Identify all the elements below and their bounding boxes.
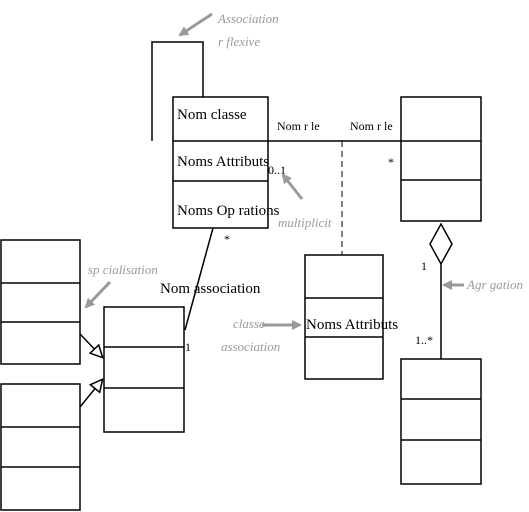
specialization-annotation-arrow	[84, 280, 112, 309]
parent-class-box	[103, 306, 185, 433]
annotation-reflexive-line2: r flexive	[218, 34, 260, 49]
annotation-specialization: sp cialisation	[88, 262, 158, 277]
part-class-frame	[400, 358, 482, 485]
parent-class-frame	[103, 306, 185, 433]
multiplicity-association-one: 1	[185, 340, 191, 354]
subclass-2-frame	[0, 383, 81, 511]
subclass-1-frame	[0, 239, 81, 365]
part-class-box	[400, 358, 482, 485]
multiplicity-star-operations: *	[224, 232, 230, 246]
main-class-frame	[172, 96, 269, 229]
aggregation-diamond	[429, 222, 453, 266]
right-class-box	[400, 96, 482, 222]
association-class-frame	[304, 254, 384, 380]
main-class-attributes: Noms Attributs	[177, 154, 269, 170]
association-name-label: Nom association	[160, 281, 261, 297]
multiplicity-zero-one: 0..1	[268, 163, 286, 177]
generalization-arrow-1	[79, 333, 102, 357]
annotation-association-class-line2: association	[221, 339, 280, 354]
role-left-label: Nom r le	[277, 119, 320, 133]
multiplicity-star-right: *	[388, 155, 394, 169]
multiplicity-one-many: 1..*	[415, 333, 433, 347]
main-class-operations: Noms Op rations	[177, 203, 280, 219]
role-right-label: Nom r le	[350, 119, 393, 133]
named-association-line	[184, 227, 214, 331]
annotation-aggregation: Agr gation	[466, 277, 523, 292]
multiplicity-aggregation-one: 1	[421, 259, 427, 273]
reflexive-annotation-arrow	[178, 12, 213, 37]
association-class-box: Noms Attributs	[304, 254, 398, 380]
annotation-reflexive-line1: Association	[217, 11, 279, 26]
annotation-association-class-line1: classe	[233, 316, 265, 331]
reflexive-association-line	[151, 41, 204, 141]
main-class-box: Nom classe Noms Attributs Noms Op ration…	[172, 96, 280, 229]
subclass-2-box	[0, 383, 81, 511]
main-class-name: Nom classe	[177, 107, 247, 123]
subclass-1-box	[0, 239, 81, 365]
multiplicity-annotation-arrow	[281, 173, 304, 200]
annotation-multiplicity: multiplicit	[278, 215, 332, 230]
generalization-arrow-2	[79, 380, 102, 408]
right-class-frame	[400, 96, 482, 222]
association-class-attributes: Noms Attributs	[306, 317, 398, 333]
